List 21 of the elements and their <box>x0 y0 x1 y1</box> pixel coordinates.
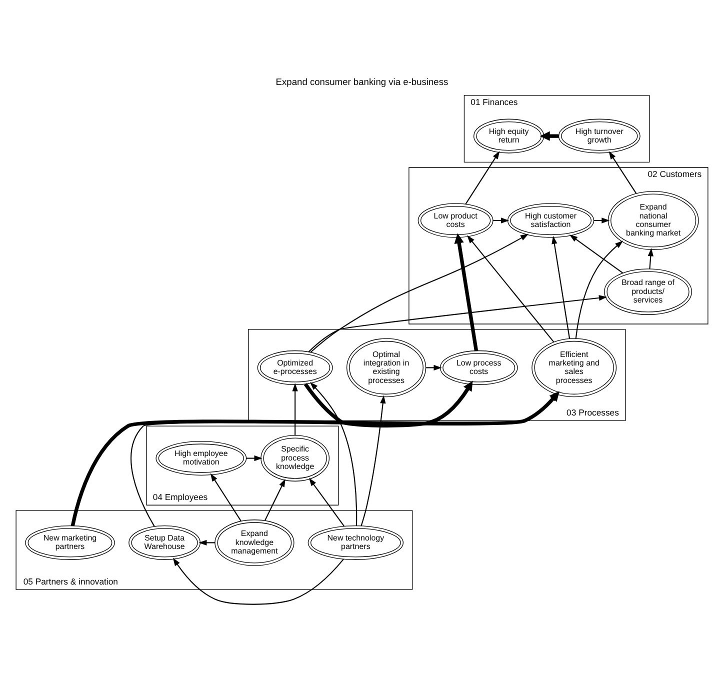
arrow <box>608 150 637 194</box>
arrow <box>292 382 298 435</box>
arrow <box>360 394 386 526</box>
diagram-title: Expand consumer banking via e-business <box>276 76 448 86</box>
arrow <box>569 234 624 273</box>
arrow <box>540 130 559 140</box>
arrow <box>310 233 529 352</box>
arrow <box>264 478 286 520</box>
arrow <box>575 240 624 338</box>
arrow <box>246 454 262 461</box>
arrow <box>308 477 345 526</box>
arrow <box>465 150 500 204</box>
arrow <box>172 557 344 604</box>
arrow <box>552 235 570 338</box>
arrow <box>210 472 242 521</box>
arrow <box>308 294 608 352</box>
arrow <box>454 232 478 351</box>
arrow <box>648 248 654 268</box>
arrow <box>304 380 473 427</box>
arrow <box>467 234 554 342</box>
arrow <box>310 382 358 526</box>
